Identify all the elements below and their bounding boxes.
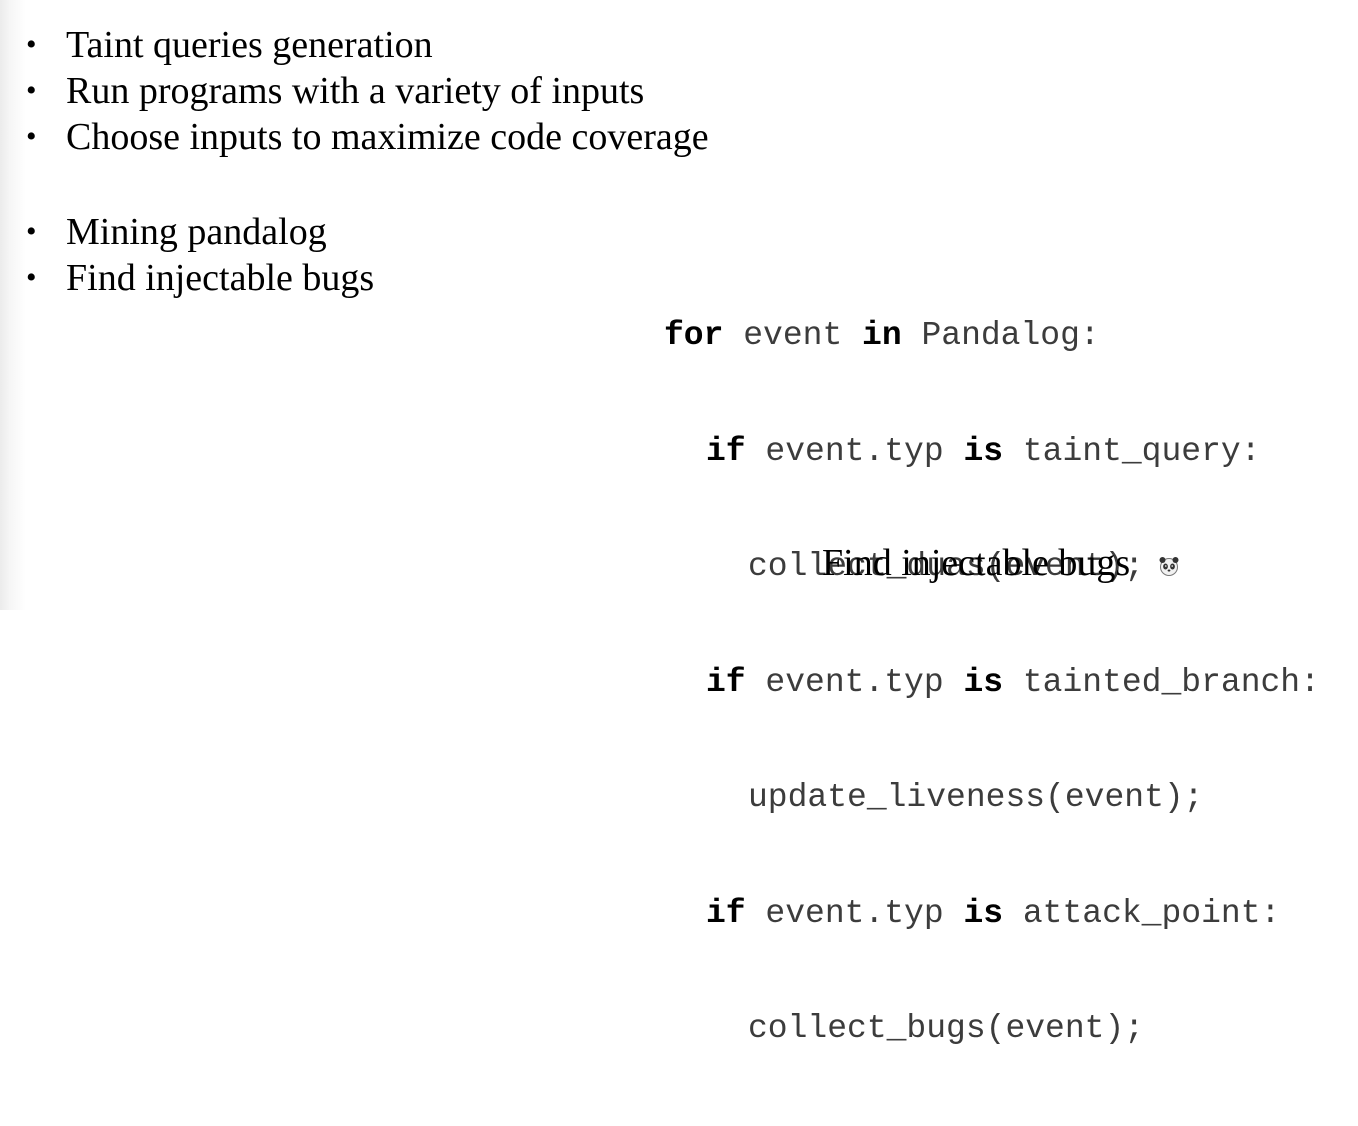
code-keyword: if (706, 894, 746, 932)
bullet-text: Taint queries generation (66, 24, 433, 66)
code-keyword: for (664, 317, 724, 354)
code-line: if event.typ is tainted_branch: (664, 664, 1320, 703)
code-line: collect_bugs(event); (664, 1010, 1320, 1049)
panda-icon-graphic (1159, 557, 1179, 576)
bullet-dot: • (26, 74, 37, 107)
code-text: collect_duas(event); (748, 548, 1145, 585)
panda-icon (1158, 550, 1180, 576)
code-line: if event.typ is taint_query: (664, 433, 1320, 472)
code-keyword: if (706, 432, 746, 470)
bullet-text: Choose inputs to maximize code coverage (66, 116, 709, 158)
bullet-dot: • (26, 261, 37, 294)
code-text: Pandalog: (901, 317, 1100, 354)
code-line: for event in Pandalog: (664, 317, 1320, 356)
code-keyword: is (963, 663, 1004, 701)
code-text: attack_point: (1003, 894, 1281, 932)
code-snippet: for event in Pandalog: if event.typ is t… (664, 240, 1320, 1126)
code-line: collect_duas(event); (664, 548, 1320, 587)
code-keyword: is (963, 432, 1004, 470)
code-text: taint_query: (1003, 432, 1261, 470)
code-line: update_liveness(event); (664, 779, 1320, 818)
code-keyword: in (862, 317, 902, 354)
slide: • Taint queries generation • Run program… (0, 0, 1358, 1047)
bullet-dot: • (26, 120, 37, 153)
code-caption: Find injectable bugs (822, 542, 1131, 584)
code-line: if event.typ is attack_point: (664, 895, 1320, 934)
code-text: update_liveness(event); (748, 779, 1204, 816)
code-text: event.typ (745, 894, 964, 932)
code-text: tainted_branch: (1003, 663, 1320, 701)
code-text: event.typ (745, 432, 964, 470)
code-keyword: if (706, 663, 746, 701)
code-keyword: is (963, 894, 1004, 932)
bullet-dot: • (26, 28, 37, 61)
code-text: collect_bugs(event); (748, 1010, 1145, 1047)
bullet-text: Find injectable bugs (66, 257, 375, 299)
bullet-text: Run programs with a variety of inputs (66, 70, 645, 112)
code-text: event (723, 317, 863, 354)
bullet-text: Mining pandalog (66, 211, 327, 253)
code-text: event.typ (745, 663, 964, 701)
bullet-dot: • (26, 215, 37, 248)
